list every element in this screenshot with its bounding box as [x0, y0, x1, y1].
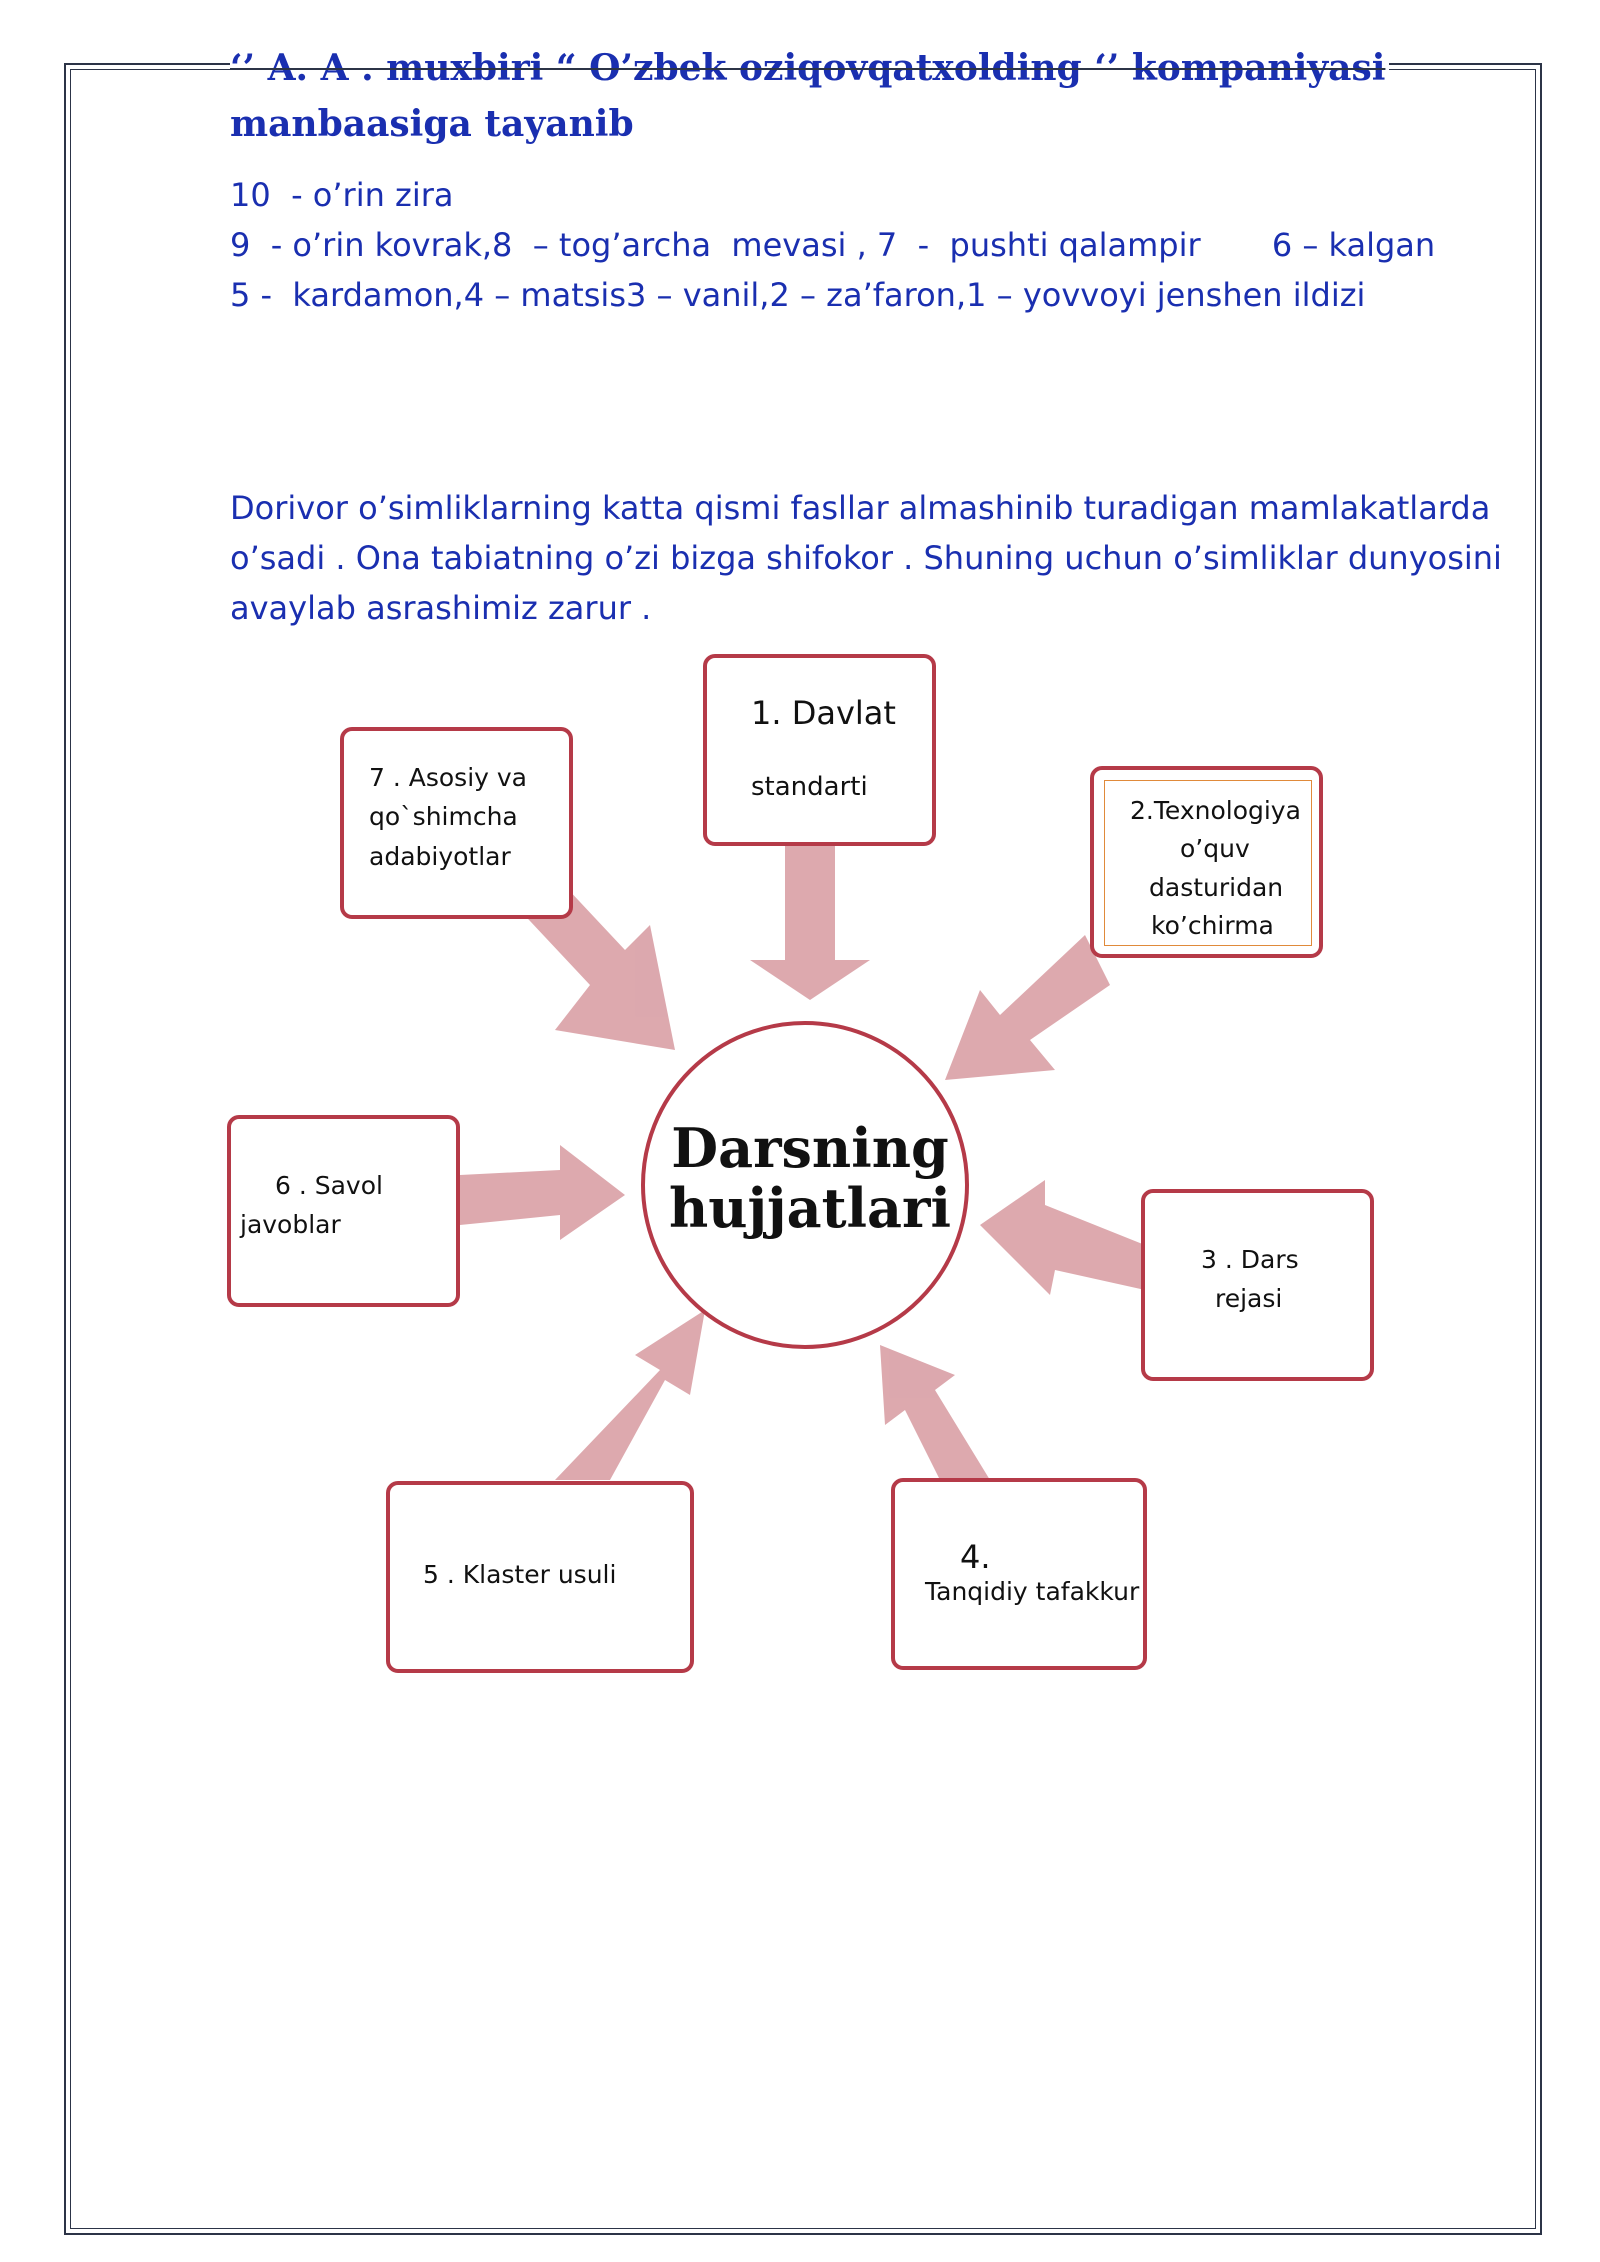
ranking-line-1: 10 - o’rin zira — [230, 176, 454, 214]
body-paragraph: Dorivor o’simliklarning katta qismi fasl… — [230, 489, 1502, 627]
box7-line-3: adabiyotlar — [369, 842, 511, 871]
arrow-from-box6 — [460, 1145, 625, 1240]
box1-line-1: 1. Davlat — [751, 694, 896, 732]
document-heading: ‘’ A. A . muxbiri “ O’zbek oziqovqatxold… — [230, 40, 1470, 152]
box-asosiy-adabiyotlar: 7 . Asosiy va qo`shimcha adabiyotlar — [340, 727, 573, 919]
ranking-line-2: 9 - o’rin kovrak,8 – tog’archa mevasi , … — [230, 226, 1436, 264]
center-circle — [641, 1021, 969, 1349]
box-klaster-usuli: 5 . Klaster usuli — [386, 1481, 694, 1673]
box3-line-2: rejasi — [1215, 1284, 1283, 1313]
box2-inner-border — [1104, 780, 1312, 946]
box7-line-2: qo`shimcha — [369, 802, 518, 831]
box2-line-4: ko’chirma — [1151, 911, 1274, 940]
box-davlat-standarti: 1. Davlat standarti — [703, 654, 936, 846]
box-dars-rejasi: 3 . Dars rejasi — [1141, 1189, 1374, 1381]
center-label-line-1: Darsning — [671, 1116, 949, 1180]
box-tanqidiy-tafakkur: 4. Tanqidiy tafakkur — [891, 1478, 1147, 1670]
heading-line-1: ‘’ A. A . muxbiri “ O’zbek oziqovqatxold… — [230, 47, 1390, 89]
arrow-from-box2 — [945, 935, 1110, 1080]
box2-line-1: 2.Texnologiya — [1130, 796, 1301, 825]
box-savol-javoblar: 6 . Savol javoblar — [227, 1115, 460, 1307]
box2-line-3: dasturidan — [1149, 873, 1284, 902]
center-label: Darsning hujjatlari — [640, 1118, 980, 1238]
box6-line-2: javoblar — [240, 1210, 341, 1239]
box3-line-1: 3 . Dars — [1201, 1245, 1299, 1274]
box5-line-1: 5 . Klaster usuli — [423, 1560, 617, 1589]
heading-line-2: manbaasiga tayanib — [230, 103, 634, 145]
box4-line-1: 4. — [960, 1538, 991, 1576]
box2-line-2: o’quv — [1180, 834, 1250, 863]
box1-line-2: standarti — [751, 772, 868, 802]
arrow-from-box4 — [880, 1345, 990, 1480]
arrow-from-box3 — [980, 1180, 1145, 1295]
arrow-from-box5 — [555, 1310, 705, 1480]
arrow-from-box1 — [750, 840, 870, 1000]
ranking-list: 10 - o’rin zira 9 - o’rin kovrak,8 – tog… — [230, 170, 1530, 320]
box6-line-1: 6 . Savol — [275, 1171, 383, 1200]
box-texnologiya: 2.Texnologiya o’quv dasturidan ko’chirma — [1090, 766, 1323, 958]
ranking-line-3: 5 - kardamon,4 – matsis3 – vanil,2 – za’… — [230, 276, 1366, 314]
box4-line-2: Tanqidiy tafakkur — [925, 1577, 1140, 1606]
center-label-line-2: hujjatlari — [669, 1176, 951, 1240]
box7-line-1: 7 . Asosiy va — [369, 763, 527, 792]
